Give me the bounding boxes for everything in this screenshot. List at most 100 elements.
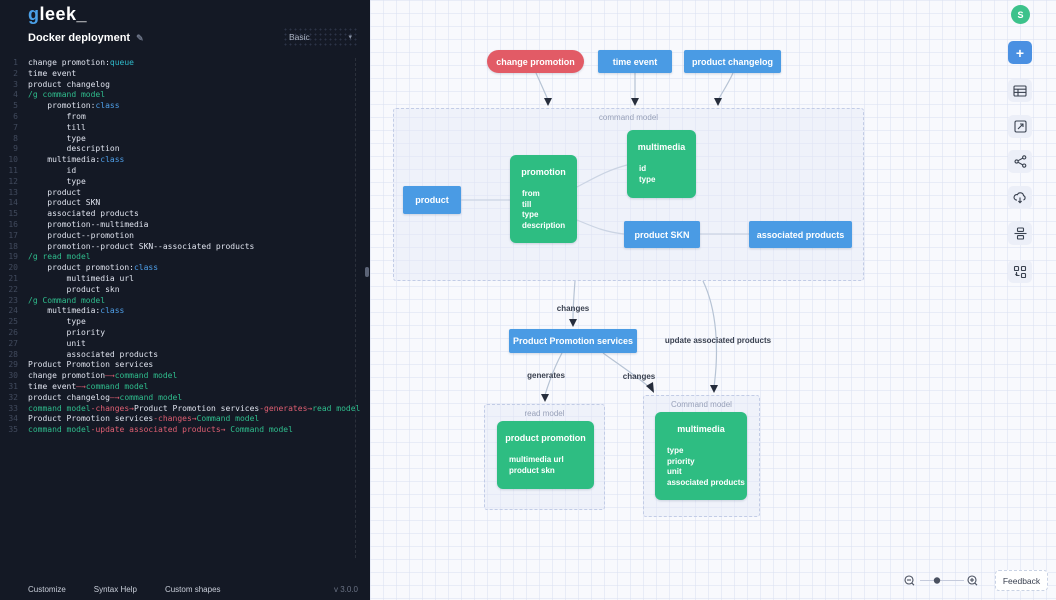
edge: [703, 281, 716, 387]
custom-shapes-link[interactable]: Custom shapes: [165, 585, 221, 594]
code-line[interactable]: 26 priority: [0, 328, 370, 339]
edge: [603, 353, 649, 387]
node-product-promotion[interactable]: product promotion multimedia url product…: [497, 421, 594, 489]
edge-label-changes-bottom: changes: [623, 372, 655, 381]
code-line[interactable]: 11 id: [0, 166, 370, 177]
editor-scrollbar[interactable]: [365, 267, 369, 277]
image-export-icon[interactable]: [1008, 115, 1032, 138]
gleek-logo[interactable]: gleek_: [28, 4, 87, 25]
node-multimedia[interactable]: multimedia id type: [627, 130, 696, 198]
code-lines[interactable]: 1change promotion:queue2time event3produ…: [0, 58, 370, 558]
container-label: read model: [485, 409, 604, 418]
line-number: 13: [0, 188, 18, 199]
line-number: 16: [0, 220, 18, 231]
code-line[interactable]: 27 unit: [0, 339, 370, 350]
code-line[interactable]: 23/g Command model: [0, 296, 370, 307]
code-line[interactable]: 16 promotion--multimedia: [0, 220, 370, 231]
code-line[interactable]: 20 product promotion:class: [0, 263, 370, 274]
auto-layout-icon[interactable]: [1008, 260, 1032, 283]
class-field: unit: [667, 467, 743, 478]
edge: [536, 73, 548, 100]
edge: [573, 281, 575, 319]
line-number: 26: [0, 328, 18, 339]
code-line[interactable]: 3product changelog: [0, 80, 370, 91]
line-number: 30: [0, 371, 18, 382]
code-line[interactable]: 29Product Promotion services: [0, 360, 370, 371]
class-field: associated products: [667, 478, 743, 489]
class-field: product skn: [509, 466, 590, 477]
line-number: 35: [0, 425, 18, 436]
code-line[interactable]: 5 promotion:class: [0, 101, 370, 112]
arrowhead: [646, 382, 654, 393]
template-dropdown-value: Basic: [289, 32, 310, 42]
table-icon[interactable]: [1008, 79, 1032, 102]
code-line[interactable]: 12 type: [0, 177, 370, 188]
code-line[interactable]: 21 multimedia url: [0, 274, 370, 285]
template-dropdown[interactable]: Basic ▾: [283, 27, 358, 46]
line-number: 9: [0, 144, 18, 155]
code-line[interactable]: 18 promotion--product SKN--associated pr…: [0, 242, 370, 253]
code-line[interactable]: 33command model-changes→Product Promotio…: [0, 404, 370, 415]
node-promotion[interactable]: promotion from till type description: [510, 155, 577, 243]
line-number: 2: [0, 69, 18, 80]
line-number: 23: [0, 296, 18, 307]
distribute-icon[interactable]: [1008, 222, 1032, 245]
code-line[interactable]: 10 multimedia:class: [0, 155, 370, 166]
code-line[interactable]: 22 product skn: [0, 285, 370, 296]
code-line[interactable]: 4/g command model: [0, 90, 370, 101]
code-line[interactable]: 9 description: [0, 144, 370, 155]
line-number: 31: [0, 382, 18, 393]
code-line[interactable]: 6 from: [0, 112, 370, 123]
arrowhead: [544, 98, 552, 106]
line-number: 1: [0, 58, 18, 69]
node-time-event[interactable]: time event: [598, 50, 672, 73]
node-change-promotion[interactable]: change promotion: [487, 50, 584, 73]
line-number: 21: [0, 274, 18, 285]
line-number: 25: [0, 317, 18, 328]
add-button[interactable]: +: [1008, 41, 1032, 64]
code-line[interactable]: 32product changelog—→command model: [0, 393, 370, 404]
code-line[interactable]: 30change promotion—→command model: [0, 371, 370, 382]
class-field: priority: [667, 457, 743, 468]
code-line[interactable]: 19/g read model: [0, 252, 370, 263]
feedback-button[interactable]: Feedback: [995, 570, 1048, 591]
version-label: v 3.0.0: [334, 585, 358, 594]
code-line[interactable]: 13 product: [0, 188, 370, 199]
code-line[interactable]: 35command model-update associated produc…: [0, 425, 370, 436]
code-line[interactable]: 34Product Promotion services-changes→Com…: [0, 414, 370, 425]
code-line[interactable]: 7 till: [0, 123, 370, 134]
syntax-help-link[interactable]: Syntax Help: [94, 585, 137, 594]
edge-label-generates: generates: [527, 371, 565, 380]
code-line[interactable]: 25 type: [0, 317, 370, 328]
code-line[interactable]: 24 multimedia:class: [0, 306, 370, 317]
diagram-canvas[interactable]: command model read model Command model c…: [370, 0, 1056, 600]
customize-link[interactable]: Customize: [28, 585, 66, 594]
node-product-skn[interactable]: product SKN: [624, 221, 700, 248]
node-product-changelog[interactable]: product changelog: [684, 50, 781, 73]
edge-label-update-associated: update associated products: [665, 336, 771, 345]
line-number: 27: [0, 339, 18, 350]
code-line[interactable]: 8 type: [0, 134, 370, 145]
class-title: promotion: [510, 155, 577, 177]
code-line[interactable]: 2time event: [0, 69, 370, 80]
line-number: 29: [0, 360, 18, 371]
edit-pencil-icon[interactable]: ✎: [136, 33, 144, 43]
node-product-promotion-services[interactable]: Product Promotion services: [509, 329, 637, 353]
arrowhead: [710, 385, 718, 393]
node-multimedia-command[interactable]: multimedia type priority unit associated…: [655, 412, 747, 500]
panel-footer: Customize Syntax Help Custom shapes v 3.…: [0, 578, 370, 600]
diagram-title[interactable]: Docker deployment✎: [28, 32, 144, 44]
code-line[interactable]: 31time event—→command model: [0, 382, 370, 393]
share-icon[interactable]: [1008, 150, 1032, 173]
user-avatar[interactable]: S: [1011, 5, 1030, 24]
node-product[interactable]: product: [403, 186, 461, 214]
code-line[interactable]: 1change promotion:queue: [0, 58, 370, 69]
container-label: Command model: [644, 400, 759, 409]
code-line[interactable]: 14 product SKN: [0, 198, 370, 209]
code-line[interactable]: 28 associated products: [0, 350, 370, 361]
code-line[interactable]: 17 product--promotion: [0, 231, 370, 242]
edge: [718, 73, 733, 100]
cloud-download-icon[interactable]: [1008, 186, 1032, 209]
node-associated-products[interactable]: associated products: [749, 221, 852, 248]
code-line[interactable]: 15 associated products: [0, 209, 370, 220]
